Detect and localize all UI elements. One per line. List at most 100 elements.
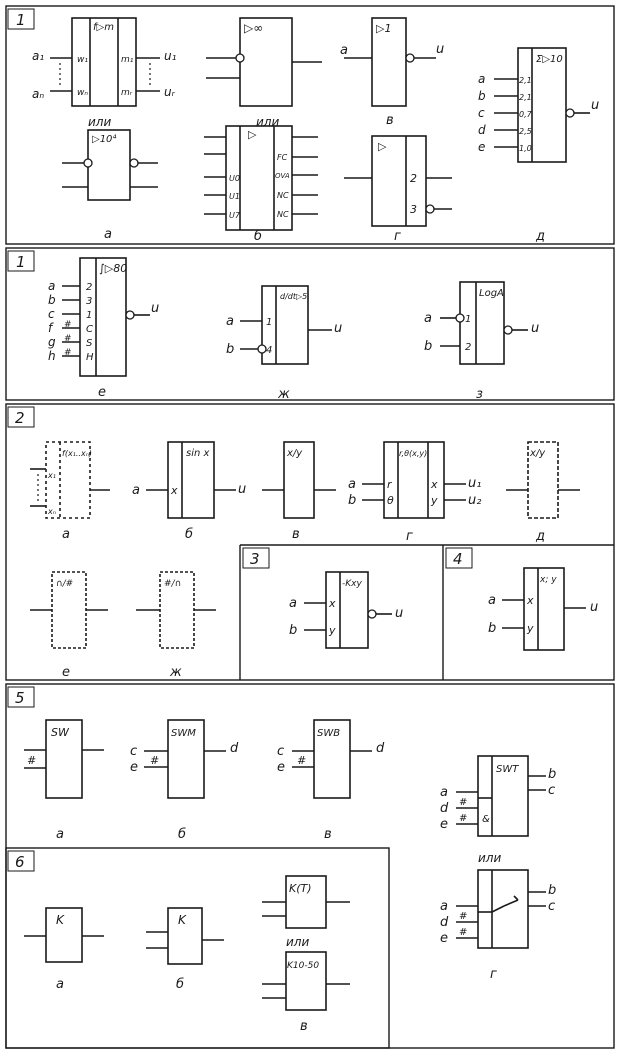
- label-swb: SWB: [317, 728, 340, 739]
- label-kt: K(T): [289, 882, 312, 895]
- frame-section-1b: [5, 247, 615, 401]
- pin-x-polar: x: [430, 478, 438, 491]
- frame-section-1: [5, 5, 615, 245]
- symbol-kt: K(T) или: [262, 875, 350, 949]
- caption-z-1: з: [476, 387, 483, 402]
- caption-a-2: а: [62, 527, 70, 542]
- label-dbdt: d/dt▷5: [280, 292, 307, 301]
- label-amp1: ▷1: [376, 22, 391, 35]
- symbol-k2: K б: [146, 907, 224, 992]
- symbol-swm: SWM c e # d б: [130, 719, 239, 842]
- pin-fc: FC: [277, 153, 288, 162]
- symbol-nfunc: f(x₁..xₙ) x₁ xₙ а: [30, 441, 110, 542]
- pin-ova: OVA: [275, 172, 290, 180]
- pin-b-swt: b: [548, 767, 556, 782]
- pin-a-swt: a: [440, 785, 448, 800]
- symbol-amp104: ▷10⁴ а: [62, 129, 158, 242]
- pin-c-switch: c: [548, 899, 555, 914]
- pin-a-diff: a: [226, 314, 234, 329]
- pin-1-int: 1: [86, 310, 92, 321]
- section-number-1b: 1: [16, 253, 26, 271]
- pin-b-int: b: [48, 293, 56, 307]
- caption-b-6: б: [176, 977, 184, 992]
- pin-a-amp1: a: [340, 43, 348, 58]
- symbol-switch-g: b c a d e # # г: [440, 869, 556, 982]
- label-adc: ∩/#: [56, 579, 73, 589]
- pin-theta-polar: θ: [387, 494, 394, 507]
- pin-b-div: b: [488, 621, 496, 636]
- label-log: LogA: [479, 288, 504, 299]
- caption-a-5: а: [56, 827, 64, 842]
- pin-x-mult: x: [328, 597, 336, 610]
- pin-e-sum: e: [478, 140, 485, 154]
- section-number-4: 4: [453, 550, 463, 568]
- pin-2-log: 2: [465, 342, 471, 353]
- label-k2: K: [178, 913, 187, 927]
- pin-hash-sw: #: [27, 754, 36, 767]
- pin-e-swm: e: [130, 760, 138, 775]
- symbol-xy2: x/y д: [506, 441, 580, 544]
- pin-hash-swb: #: [297, 754, 306, 767]
- symbol-k1050: K10-50 в: [262, 951, 350, 1034]
- pin-3-g: 3: [410, 203, 417, 216]
- section-number-1: 1: [16, 11, 26, 29]
- pin-u-int: u: [151, 301, 159, 316]
- label-xy2: x/y: [529, 448, 546, 459]
- label-amp-inf: ▷∞: [244, 21, 263, 35]
- pin-d-switch: d: [440, 915, 449, 930]
- caption-e-2: е: [62, 665, 70, 680]
- pin-b-mult: b: [289, 623, 297, 638]
- pin-1-diff: 1: [266, 317, 272, 328]
- symbol-dac: #/∩ ж: [136, 571, 216, 680]
- label-swt: SWT: [496, 764, 519, 775]
- caption-a-6: а: [56, 977, 64, 992]
- symbol-log: LogA a b 1 2 u з: [424, 281, 539, 402]
- caption-v-2: в: [292, 527, 300, 542]
- pin-c-swm: c: [130, 744, 137, 759]
- pin-u1: U1: [229, 192, 240, 201]
- pin-25: 2,5: [519, 127, 532, 136]
- symbol-amp-inf: ▷∞ или: [206, 17, 322, 129]
- caption-ili-1: или: [88, 115, 111, 129]
- section-number-6: 6: [15, 853, 25, 871]
- pin-y-div: y: [526, 622, 534, 635]
- pin-u-sum: u: [591, 98, 599, 113]
- pin-x-sin: x: [170, 484, 178, 497]
- caption-v-5: в: [324, 827, 332, 842]
- pin-y-mult: y: [328, 624, 336, 637]
- pin-nc: NC: [277, 191, 289, 200]
- pin-a-log: a: [424, 311, 432, 326]
- symbol-sw: SW # а: [24, 719, 104, 842]
- label-sum10: Σ▷10: [536, 54, 563, 65]
- caption-a-1: а: [104, 227, 112, 242]
- pin-e-switch: e: [440, 931, 448, 946]
- pin-S-int: S: [86, 338, 93, 349]
- label-k1050: K10-50: [287, 961, 319, 971]
- section-frames: [5, 5, 615, 1049]
- symbol-xy: x/y в: [262, 441, 336, 542]
- symbol-integrator: ∫▷80 a b c f g h 2 3 1 C S H # # # u е: [48, 257, 159, 400]
- symbol-k: K а: [24, 907, 104, 992]
- label-dac: #/∩: [164, 579, 181, 589]
- pin-hash-swt1: #: [459, 797, 467, 808]
- pin-u-log: u: [531, 321, 539, 336]
- pin-b-polar: b: [348, 493, 356, 508]
- pin-b-diff: b: [226, 342, 234, 357]
- pin-u-diff: u: [334, 321, 342, 336]
- pin-d-swm: d: [230, 741, 239, 756]
- pin-1-log: 1: [465, 314, 471, 325]
- pin-10: 1,0: [519, 144, 532, 153]
- pin-C-int: C: [86, 324, 93, 335]
- caption-zh-2: ж: [169, 665, 182, 680]
- pin-u1-polar: u₁: [468, 476, 481, 491]
- label-swm: SWM: [171, 728, 196, 739]
- pin-21-b: 2,1: [519, 93, 532, 102]
- caption-ili-6: или: [286, 935, 309, 949]
- pin-hash-switch1: #: [459, 911, 467, 922]
- pin-4-diff: 4: [266, 345, 272, 356]
- pin-H-int: H: [86, 352, 94, 363]
- symbol-fdm: f▷m a₁ aₙ w₁ wₙ m₁ mᵣ u₁ uᵣ или: [32, 17, 177, 129]
- pin-b-switch: b: [548, 883, 556, 898]
- symbol-swt: SWT b c a d e # # & или: [440, 755, 556, 865]
